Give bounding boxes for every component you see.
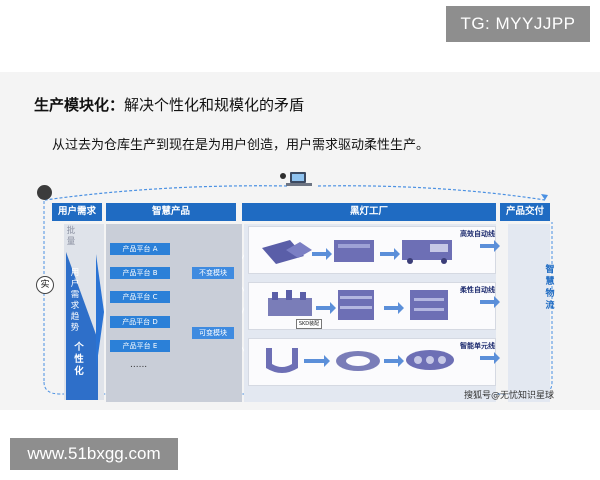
trend-arrow <box>96 254 104 370</box>
slide-title: 生产模块化：解决个性化和规模化的矛盾 <box>34 94 304 115</box>
machines-smart-unit <box>266 348 454 373</box>
platform-d: 产品平台 D <box>110 316 170 328</box>
header-delivery: 产品交付 <box>500 203 550 221</box>
factory-machines <box>262 240 500 373</box>
title-bold: 生产模块化： <box>34 96 125 114</box>
line-label-smart-unit: 智能单元线 <box>460 342 495 350</box>
feedback-arc-left <box>44 185 288 201</box>
user-icon <box>37 185 52 200</box>
machines-flexible <box>268 290 448 320</box>
header-smart-product: 智慧产品 <box>106 203 236 221</box>
computer-user-icon <box>280 172 312 186</box>
arc-arrowhead-right <box>541 194 548 200</box>
trend-label: 用户需求趋势 <box>70 268 80 333</box>
diagram-connectors <box>42 172 553 402</box>
line-label-efficient: 高效自动线 <box>460 230 495 238</box>
header-user-demand: 用户需求 <box>52 203 102 221</box>
module-variable: 可变模块 <box>192 327 234 339</box>
source-credit: 搜狐号@无忧知识星球 <box>464 391 555 401</box>
skd-label: SKD装配 <box>296 319 322 329</box>
platform-c: 产品平台 C <box>110 291 170 303</box>
trend-shape <box>66 252 98 400</box>
batch-label: 批量 <box>66 226 76 247</box>
machines-efficient <box>262 240 452 264</box>
module-fixed: 不变模块 <box>192 267 234 279</box>
individual-label: 个性化 <box>74 342 84 377</box>
header-dark-factory: 黑灯工厂 <box>242 203 496 221</box>
platform-e: 产品平台 E <box>110 340 170 352</box>
real-marker: 实 <box>36 276 54 294</box>
watermark-tag: TG: MYYJJPP <box>446 6 590 42</box>
platform-a: 产品平台 A <box>110 243 170 255</box>
platform-b: 产品平台 B <box>110 267 170 279</box>
smart-logistics-label: 智慧物流 <box>545 265 555 311</box>
feedback-arc-right <box>317 185 546 201</box>
platform-ellipsis: ...... <box>130 360 148 370</box>
title-rest: 解决个性化和规模化的矛盾 <box>124 96 305 114</box>
delivery-column-bg <box>508 224 550 402</box>
factory-flow-arrows <box>304 240 500 367</box>
slide: 生产模块化：解决个性化和规模化的矛盾 从过去为仓库生产到现在是为用户创造，用户需… <box>0 72 600 410</box>
watermark-url: www.51bxgg.com <box>10 438 178 470</box>
slide-subtitle: 从过去为仓库生产到现在是为用户创造，用户需求驱动柔性生产。 <box>52 138 430 153</box>
line-label-flexible: 柔性自动线 <box>460 286 495 294</box>
demand-pile <box>64 224 104 400</box>
